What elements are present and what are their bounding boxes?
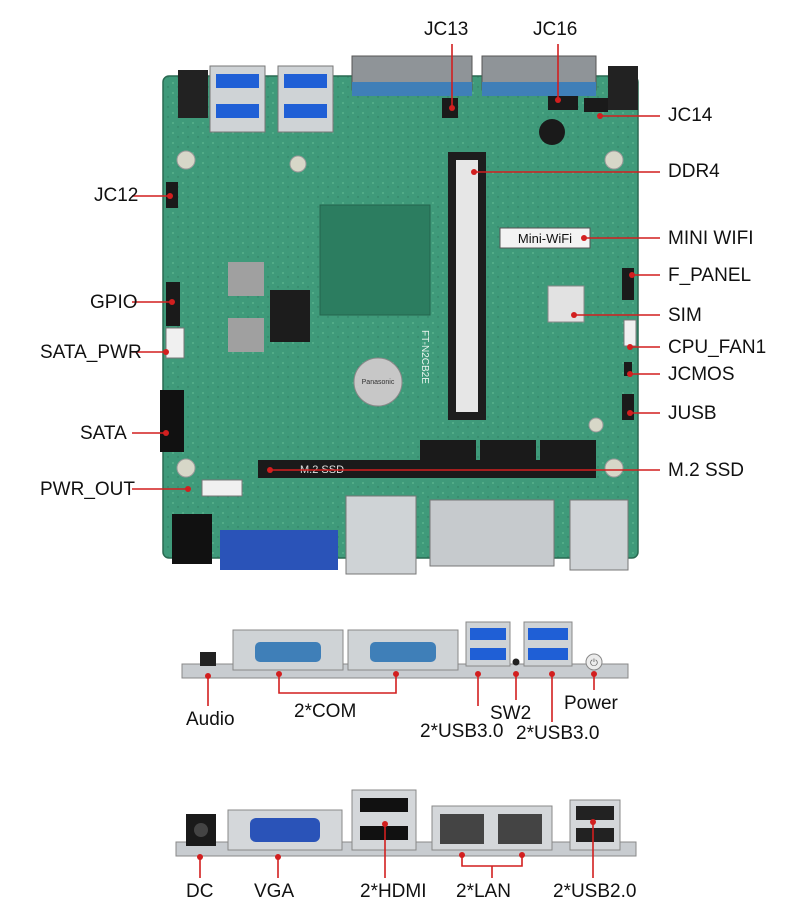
label-jcmos: JCMOS [668,364,735,385]
label-jc14: JC14 [668,105,713,126]
power-switch-jack [608,66,638,110]
label-ddr4: DDR4 [668,161,720,182]
motherboard: FT-N2CB2E Panasonic Mini-WiFi M.2 SSD [160,55,639,575]
jc14-header [584,98,608,112]
front-io-panel: ⏻ [181,621,629,722]
label-jc12: JC12 [94,185,139,206]
label-com: 2*COM [294,701,357,722]
audio-jack-front [200,652,216,666]
label-pwr-out: PWR_OUT [40,479,135,500]
pwr-out-connector [201,479,243,497]
hdmi-stack-top [345,495,417,575]
rear-io-panel [175,789,637,878]
sw2-button [512,658,520,666]
label-audio: Audio [186,709,235,730]
ddr-silk: FT-N2CB2E [419,330,430,384]
label-lan: 2*LAN [456,881,511,902]
label-m2-ssd: M.2 SSD [668,460,745,481]
label-usb30-a: 2*USB3.0 [420,721,504,742]
label-mini-wifi: MINI WIFI [668,228,754,249]
battery-text: Panasonic [362,379,395,386]
label-sim: SIM [668,305,702,326]
mini-wifi-text: Mini-WiFi [518,231,572,246]
label-dc: DC [186,881,214,902]
label-jc13: JC13 [424,19,469,40]
label-vga: VGA [254,881,295,902]
jc16-header [548,96,578,110]
label-usb20: 2*USB2.0 [553,881,637,902]
sata-pwr-connector [165,327,185,359]
label-f-panel: F_PANEL [668,265,752,286]
jusb-header [622,394,634,420]
audio-jack-top [178,70,208,118]
jcmos-header [624,362,632,376]
cmos-battery [353,357,403,407]
buzzer [539,119,565,145]
label-sw2: SW2 [490,703,532,724]
vga-port-top [220,530,338,570]
power-button [585,653,603,671]
label-sata-pwr: SATA_PWR [40,342,142,363]
label-jc16: JC16 [533,19,578,40]
label-power: Power [564,693,618,714]
label-jusb: JUSB [668,403,717,424]
label-usb30-b: 2*USB3.0 [516,723,600,744]
usb2-stack-top [569,499,629,571]
power-icon: ⏻ [590,658,598,669]
cpu-fan-header [623,319,637,347]
lan-stack-top [429,499,555,567]
sim-slot [547,285,585,323]
label-gpio: GPIO [90,292,138,313]
label-sata: SATA [80,423,127,444]
board-callouts [132,44,660,492]
label-cpu-fan1: CPU_FAN1 [668,337,767,358]
dc-jack-top [172,514,212,564]
sata-connector [160,390,184,452]
label-hdmi: 2*HDMI [360,881,427,902]
